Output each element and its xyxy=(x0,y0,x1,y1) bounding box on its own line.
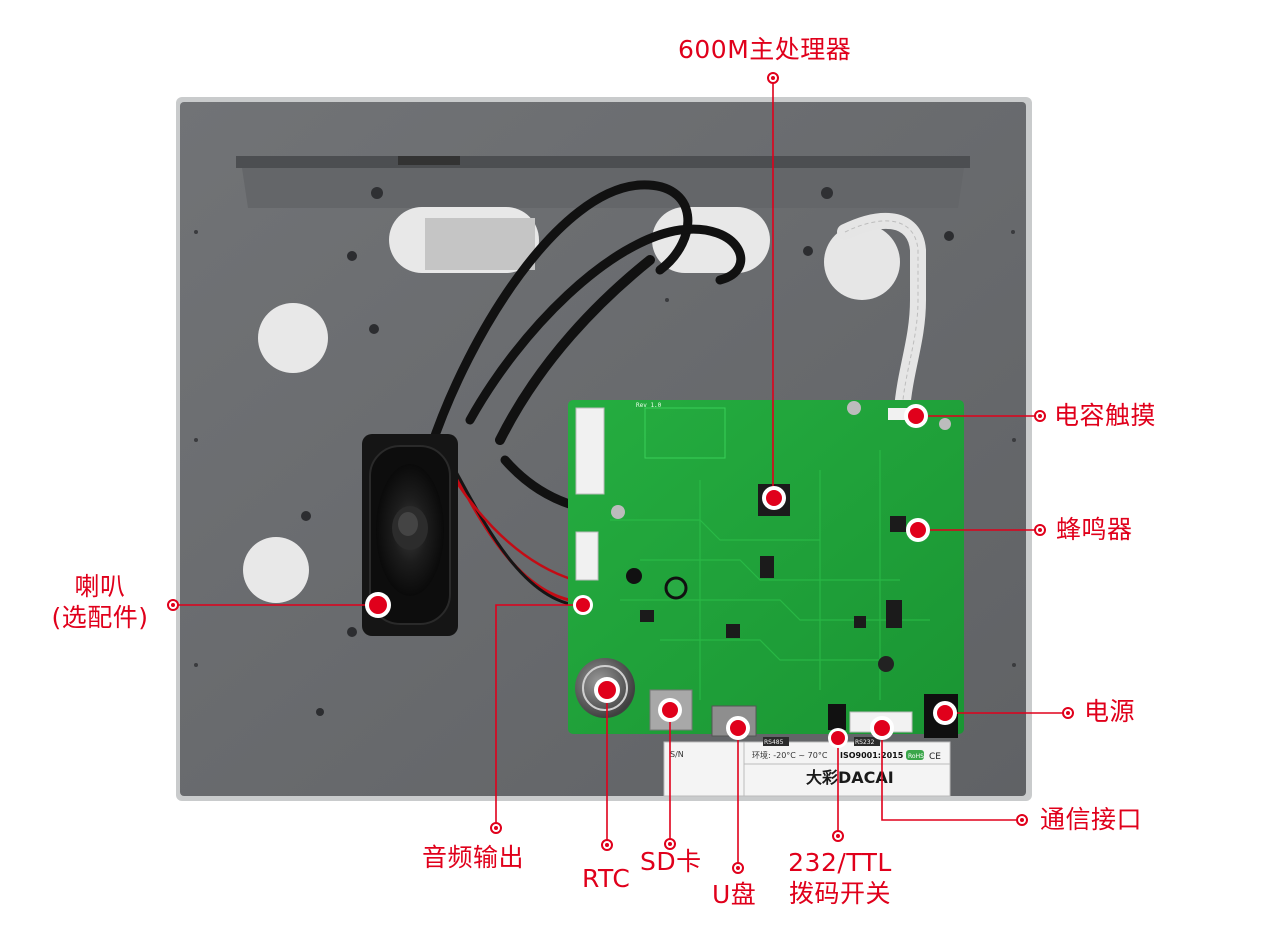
marker-power xyxy=(933,701,957,725)
callout-switch: 232/TTL 拨码开关 xyxy=(778,848,902,909)
ce-text: CE xyxy=(929,752,941,762)
callout-cpu: 600M主处理器 xyxy=(678,35,852,64)
callout-markers xyxy=(365,404,957,748)
touch-ribbon xyxy=(837,213,926,418)
callout-comm: 通信接口 xyxy=(1040,805,1143,834)
marker-usb xyxy=(726,716,750,740)
callout-sd: SD卡 xyxy=(640,847,702,876)
marker-rtc xyxy=(594,677,620,703)
marker-switch xyxy=(828,728,848,748)
rs485-text: RS485 xyxy=(764,739,784,746)
callout-switch-line1: 232/TTL xyxy=(788,848,892,877)
callout-power: 电源 xyxy=(1084,697,1136,726)
sn-text: S/N xyxy=(670,750,684,759)
marker-cpu xyxy=(762,486,786,510)
iso-text: ISO9001:2015 xyxy=(840,751,904,760)
callout-switch-line2: 拨码开关 xyxy=(788,878,891,908)
callout-leaders xyxy=(173,78,1068,868)
brand-logo: 大彩DACAI xyxy=(806,768,894,787)
marker-sd xyxy=(658,698,682,722)
marker-comm xyxy=(870,716,894,740)
speaker xyxy=(362,434,458,636)
board-rev-text: Rev 1.0 xyxy=(636,402,662,409)
pcb-board: Rev 1.0 xyxy=(568,400,964,738)
callout-buzzer: 蜂鸣器 xyxy=(1056,515,1133,544)
callout-usb: U盘 xyxy=(712,880,757,909)
marker-speaker xyxy=(365,592,391,618)
callout-rtc: RTC xyxy=(582,864,631,893)
temp-text: 环境: -20°C ~ 70°C xyxy=(752,750,828,760)
callout-touch: 电容触摸 xyxy=(1054,401,1157,430)
callout-speaker-line2: (选配件) xyxy=(51,602,149,632)
rs232-text: RS232 xyxy=(855,739,875,746)
marker-touch xyxy=(904,404,928,428)
label-sticker: S/N 环境: -20°C ~ 70°C ISO9001:2015 RoHS C… xyxy=(663,737,951,797)
callout-audio-out: 音频输出 xyxy=(422,843,525,872)
callout-speaker-line1: 喇叭 xyxy=(74,572,126,601)
marker-audio-out xyxy=(573,595,593,615)
rohs-text: RoHS xyxy=(908,753,924,760)
marker-buzzer xyxy=(906,518,930,542)
callout-speaker: 喇叭 (选配件) xyxy=(48,572,152,633)
